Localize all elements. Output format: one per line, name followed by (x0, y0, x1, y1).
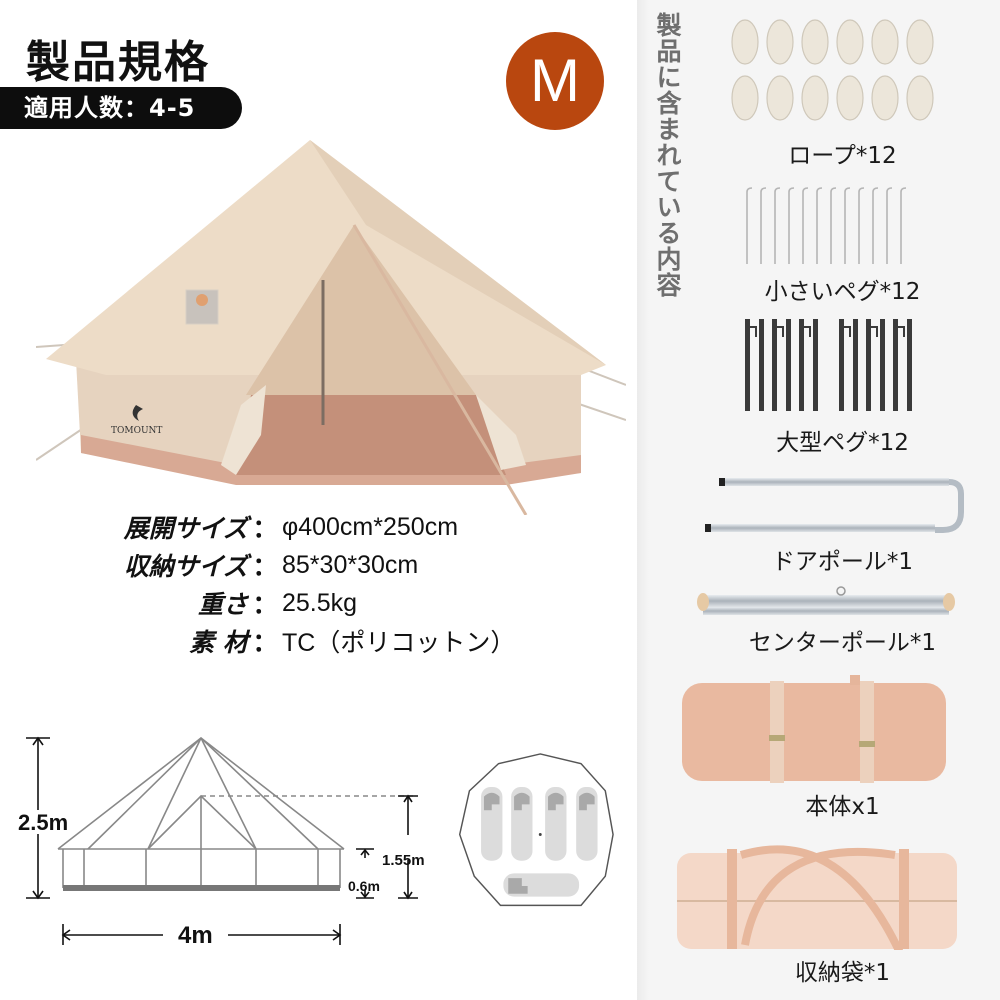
dim-width: 4m (178, 922, 213, 949)
spec-value: 25.5kg (282, 588, 358, 617)
item-tent-body: 本体x1 (682, 675, 1000, 825)
floorplan-sleeping-bags-icon (458, 753, 614, 907)
spec-row-material: 素 材 ： TC（ポリコットン） (100, 622, 540, 660)
included-items-panel: 製品に含まれている内容 ロープ*12 小さいペグ*12 (637, 0, 1000, 1000)
item-small-peg: 小さいペグ*12 (685, 180, 1000, 305)
spec-value: 85*30*30cm (282, 550, 419, 579)
spec-panel: 製品規格 適用人数：4-5 M TOMOUNT (0, 32, 626, 960)
item-center-pole: センターポール*1 (685, 585, 1000, 660)
item-large-peg: 大型ペグ*12 (685, 315, 1000, 456)
capacity-badge: 適用人数：4-5 (0, 87, 242, 129)
item-label: ドアポール*1 (771, 549, 914, 575)
item-label: ロープ*12 (788, 143, 897, 169)
spec-label: 素 材 (189, 628, 248, 657)
dim-door-height: 1.55m (382, 852, 425, 869)
dim-height-total: 2.5m (18, 810, 69, 835)
included-items-title: 製品に含まれている内容 (653, 12, 682, 298)
door-pole-icon (705, 478, 964, 533)
center-pole-icon (697, 586, 955, 615)
spec-label: 重さ (197, 590, 248, 619)
spec-row-weight: 重さ ： 25.5kg (100, 584, 540, 622)
spec-list: 展開サイズ ： φ400cm*250cm 収納サイズ ： 85*30*30cm … (100, 508, 540, 660)
item-door-pole: ドアポール*1 (685, 470, 1000, 580)
size-badge: M (506, 32, 604, 130)
spec-row-packed-size: 収納サイズ ： 85*30*30cm (100, 546, 540, 584)
dimension-diagram: 2.5m 1.55m 0.6m 4m (18, 730, 438, 960)
spec-label: 展開サイズ (123, 514, 248, 543)
small-peg-icon (746, 187, 907, 264)
item-rope: ロープ*12 (685, 12, 1000, 172)
item-label: 収納袋*1 (794, 960, 891, 986)
item-label: 小さいペグ*12 (764, 279, 921, 305)
item-storage-bag: 収納袋*1 (677, 835, 1000, 995)
large-peg-icon (745, 319, 912, 411)
item-label: センターポール*1 (748, 630, 937, 656)
packed-tent-body-icon (682, 675, 946, 783)
tent-outline-icon (26, 736, 418, 945)
page-title: 製品規格 (26, 37, 210, 88)
spec-value: φ400cm*250cm (282, 512, 459, 541)
spec-row-open-size: 展開サイズ ： φ400cm*250cm (100, 508, 540, 546)
item-label: 大型ペグ*12 (776, 430, 909, 456)
tent-photo: TOMOUNT (36, 140, 626, 515)
dim-wall-height: 0.6m (348, 878, 380, 894)
brand-logo: TOMOUNT (111, 426, 162, 436)
item-label: 本体x1 (805, 794, 880, 820)
storage-bag-icon (677, 845, 957, 950)
spec-label: 収納サイズ (123, 552, 248, 581)
rope-icon (731, 19, 934, 121)
spec-value: TC（ポリコットン） (282, 629, 516, 657)
